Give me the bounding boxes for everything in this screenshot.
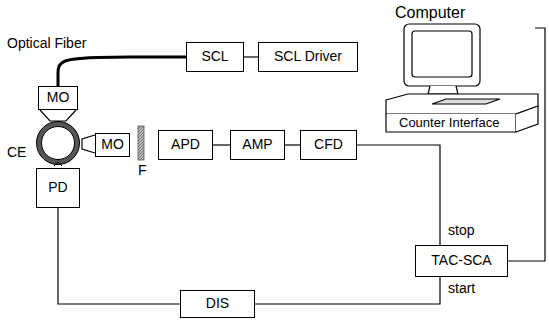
box-label: TAC-SCA xyxy=(431,253,491,268)
signal-label: stop xyxy=(447,223,475,238)
computer-icon xyxy=(386,24,538,132)
box-label: DIS xyxy=(206,296,229,311)
capillary-label: CE xyxy=(6,145,27,160)
interface-label: Counter Interface xyxy=(399,116,499,130)
box-label: PD xyxy=(48,180,67,195)
objective-cone xyxy=(82,135,95,153)
signal-wire xyxy=(508,28,545,261)
instrument-box: TAC-SCA xyxy=(415,245,508,277)
signal-wire xyxy=(244,56,258,57)
box-label: MO xyxy=(101,137,124,152)
signal-wire xyxy=(213,144,230,145)
signal-label: start xyxy=(447,281,476,296)
instrument-box: SCL xyxy=(186,42,244,72)
capillary-ring xyxy=(37,122,80,167)
instrument-box: DIS xyxy=(180,290,255,318)
instrument-box: CFD xyxy=(300,130,357,160)
filter xyxy=(138,126,144,160)
device-title: Computer xyxy=(395,4,465,22)
signal-wire xyxy=(58,208,180,304)
instrument-box: SCL Driver xyxy=(258,42,358,72)
objective-cone xyxy=(40,110,76,121)
optical-fiber xyxy=(58,57,186,86)
instrument-box: APD xyxy=(158,130,213,160)
box-label: CFD xyxy=(314,137,343,152)
box-label: SCL xyxy=(201,49,228,64)
instrument-box: MO xyxy=(95,133,130,157)
box-label: APD xyxy=(171,137,200,152)
signal-wire xyxy=(357,145,440,245)
computer-node: ComputerCounter Interface xyxy=(385,4,535,136)
instrument-box: PD xyxy=(36,168,80,208)
box-label: SCL Driver xyxy=(274,49,342,64)
signal-wire xyxy=(255,277,440,304)
box-label: AMP xyxy=(242,137,272,152)
instrument-box: AMP xyxy=(230,130,285,160)
fiber-label: Optical Fiber xyxy=(6,36,87,51)
box-label: MO xyxy=(47,90,70,105)
signal-wire xyxy=(285,144,300,145)
instrument-box: MO xyxy=(38,86,78,110)
filter-label: F xyxy=(137,163,148,178)
